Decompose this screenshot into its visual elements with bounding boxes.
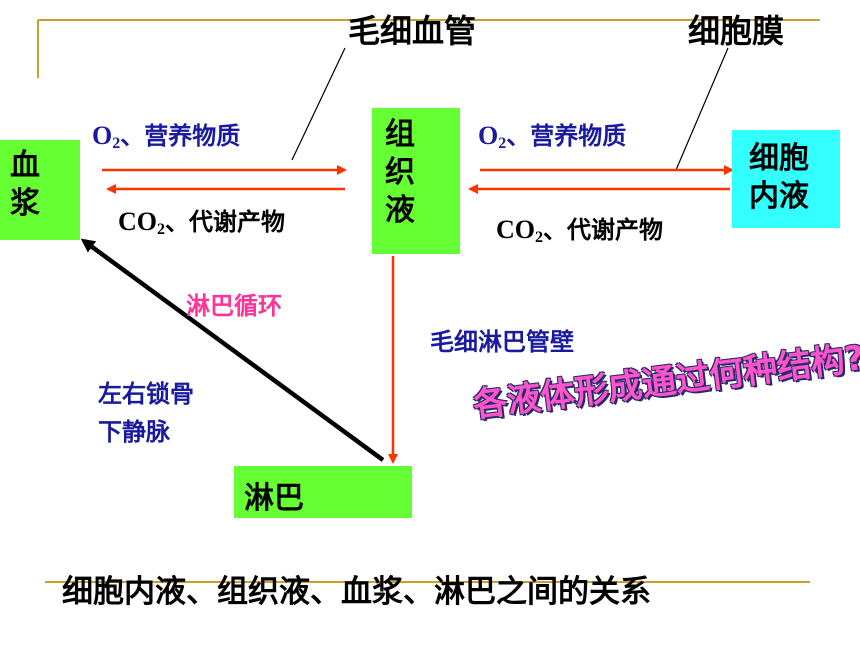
- cell-membrane-label: 细胞膜: [688, 12, 785, 50]
- lymph-label: 淋巴: [244, 481, 304, 516]
- caption: 细胞内液、组织液、血浆、淋巴之间的关系: [62, 574, 651, 610]
- intracellular-node: 细胞内液: [732, 130, 840, 228]
- co2-waste-left: CO2、代谢产物: [118, 207, 285, 239]
- capillary-pointer: [291, 47, 346, 161]
- o2-nutrients-right: O2、营养物质: [478, 121, 627, 153]
- o2-nutrients-left: O2、营养物质: [92, 121, 241, 153]
- tissue-fluid-label: 组织液: [385, 117, 415, 228]
- plasma-label: 血浆: [10, 148, 40, 221]
- vein-label-line2: 下静脉: [98, 418, 170, 446]
- co2-waste-right: CO2、代谢产物: [496, 215, 663, 247]
- lymph-node: 淋巴: [234, 466, 412, 518]
- capillary-label: 毛细血管: [348, 12, 477, 50]
- arrow-lymph-to-plasma: [80, 238, 385, 462]
- plasma-node: 血浆: [0, 140, 80, 240]
- membrane-pointer: [675, 47, 729, 171]
- tissue-fluid-node: 组织液: [372, 108, 460, 254]
- intracellular-label: 细胞内液: [749, 141, 809, 214]
- vein-label-line1: 左右锁骨: [98, 380, 194, 408]
- lymph-circulation-label: 淋巴循环: [186, 292, 282, 320]
- lymph-capillary-wall-label: 毛细淋巴管壁: [430, 328, 574, 356]
